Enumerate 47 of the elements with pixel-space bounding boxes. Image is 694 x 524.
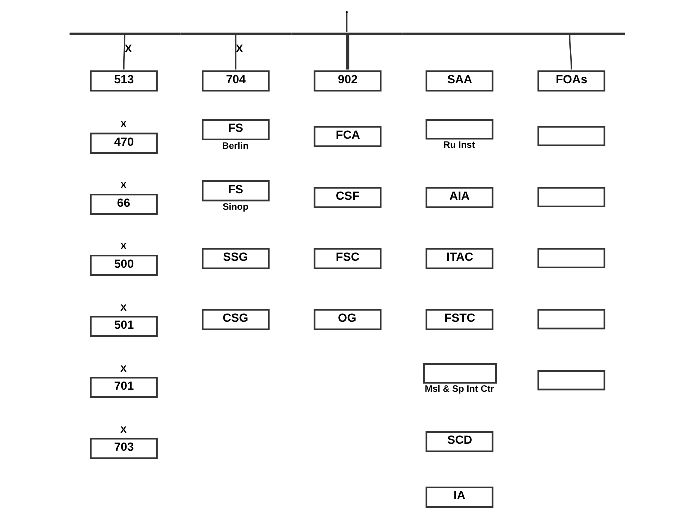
node-box: OG [314,309,382,330]
node-label: X [120,180,127,191]
node-box: 66 [90,194,158,216]
node-box: SSG [202,248,270,270]
node-box: SCD [426,431,494,452]
connector [569,35,572,70]
node-box [538,126,606,146]
node-box: CSF [314,187,382,208]
node-label: X [120,302,127,313]
node-box [538,370,606,391]
node-box: FS [202,119,270,141]
node-box: FS [202,180,270,202]
node-box [538,309,606,330]
node-label: Msl & Sp Int Ctr [424,384,494,394]
node-box: AIA [426,187,494,208]
node-box: 513 [90,70,158,92]
node-box [426,119,494,140]
node-box: 470 [90,132,158,154]
connector [346,13,348,32]
node-label: Berlin [222,140,249,151]
node-box: FOAs [538,70,606,92]
node-label: X [120,424,127,435]
node-label: X [120,364,127,374]
node-box: FSTC [426,309,494,330]
node-box: FCA [314,126,382,148]
node-label: Ru Inst [444,140,476,150]
connector [123,35,126,70]
node-box: IA [426,486,494,508]
node-box: 701 [90,377,158,398]
node-label: Sinop [222,202,249,212]
connector [346,35,350,70]
node-label: X [120,120,127,130]
node-box [538,187,606,208]
node-box: CSG [202,309,270,330]
edge-label: X [124,43,132,56]
node-box: FSC [314,248,382,270]
node-box: 703 [90,438,158,460]
node-box: 500 [90,254,158,276]
node-box: 902 [314,70,382,92]
node-box: ITAC [426,248,494,270]
connector [235,35,237,70]
node-box: 704 [202,70,270,92]
node-box [423,363,498,384]
node-label: X [120,242,127,252]
node-box: 501 [90,316,158,338]
node-box: SAA [426,70,494,92]
node-box [538,248,606,269]
